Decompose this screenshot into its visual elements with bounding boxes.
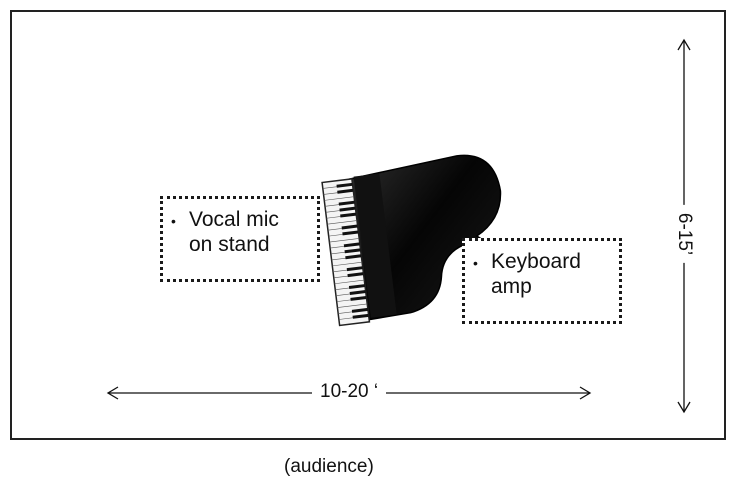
dimension-arrows bbox=[106, 38, 691, 414]
grand-piano-icon bbox=[321, 154, 502, 327]
right-arrowhead-icon bbox=[579, 386, 592, 400]
audience-label: (audience) bbox=[284, 456, 374, 477]
width-dimension-label: 10-20 ‘ bbox=[312, 381, 387, 403]
bullet-icon: • bbox=[473, 255, 478, 271]
vocal-mic-label-line1: Vocal mic bbox=[189, 208, 279, 231]
down-arrowhead-icon bbox=[677, 401, 691, 414]
vocal-mic-label-line2: on stand bbox=[189, 233, 270, 256]
depth-dimension-label: 6-15’ bbox=[673, 204, 695, 264]
bullet-icon: • bbox=[171, 213, 176, 229]
stage-area: • Vocal mic on stand • Keyboard amp 10-2… bbox=[10, 10, 726, 440]
vocal-mic-box: • Vocal mic on stand bbox=[160, 196, 320, 282]
keyboard-amp-box: • Keyboard amp bbox=[462, 238, 622, 324]
up-arrowhead-icon bbox=[677, 38, 691, 51]
keyboard-amp-label-line1: Keyboard bbox=[491, 250, 581, 273]
keyboard-amp-label-line2: amp bbox=[491, 275, 532, 298]
left-arrowhead-icon bbox=[106, 386, 119, 400]
